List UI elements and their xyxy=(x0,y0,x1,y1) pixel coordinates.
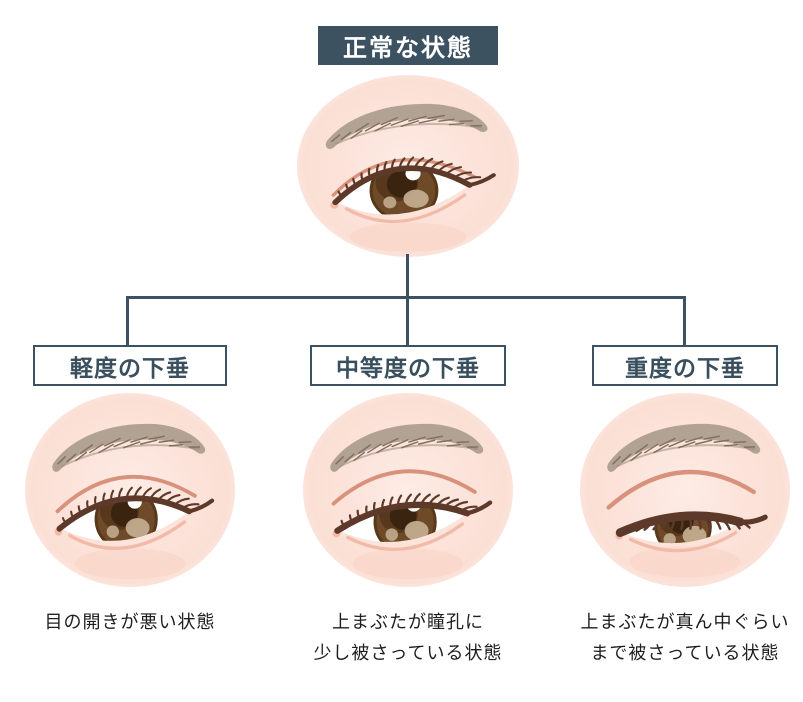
label-severe: 重度の下垂 xyxy=(592,345,778,386)
connector-drop-mild xyxy=(126,296,129,346)
face-circle-normal xyxy=(297,75,519,257)
caption-line: 上まぶたが真ん中ぐらい xyxy=(580,612,790,632)
caption-moderate: 上まぶたが瞳孔に 少し被さっている状態 xyxy=(278,607,538,669)
label-moderate: 中等度の下垂 xyxy=(310,345,506,386)
caption-line: 目の開きが悪い状態 xyxy=(44,612,216,632)
eye-icon-moderate xyxy=(303,393,513,587)
connector-drop-severe xyxy=(683,296,686,346)
connector-drop-moderate xyxy=(406,296,409,346)
caption-severe: 上まぶたが真ん中ぐらい まで被さっている状態 xyxy=(548,607,803,669)
face-circle-severe xyxy=(580,393,790,587)
caption-line: 少し被さっている状態 xyxy=(313,643,503,663)
eye-icon-mild xyxy=(25,393,235,587)
eye-icon-normal xyxy=(297,75,519,257)
root-label: 正常な状態 xyxy=(318,26,498,65)
face-circle-moderate xyxy=(303,393,513,587)
caption-mild: 目の開きが悪い状態 xyxy=(10,607,250,638)
caption-line: 上まぶたが瞳孔に xyxy=(332,612,484,632)
label-mild: 軽度の下垂 xyxy=(33,345,227,386)
eye-icon-severe xyxy=(580,393,790,587)
caption-line: まで被さっている状態 xyxy=(590,643,780,663)
connector-stem xyxy=(406,254,409,298)
face-circle-mild xyxy=(25,393,235,587)
